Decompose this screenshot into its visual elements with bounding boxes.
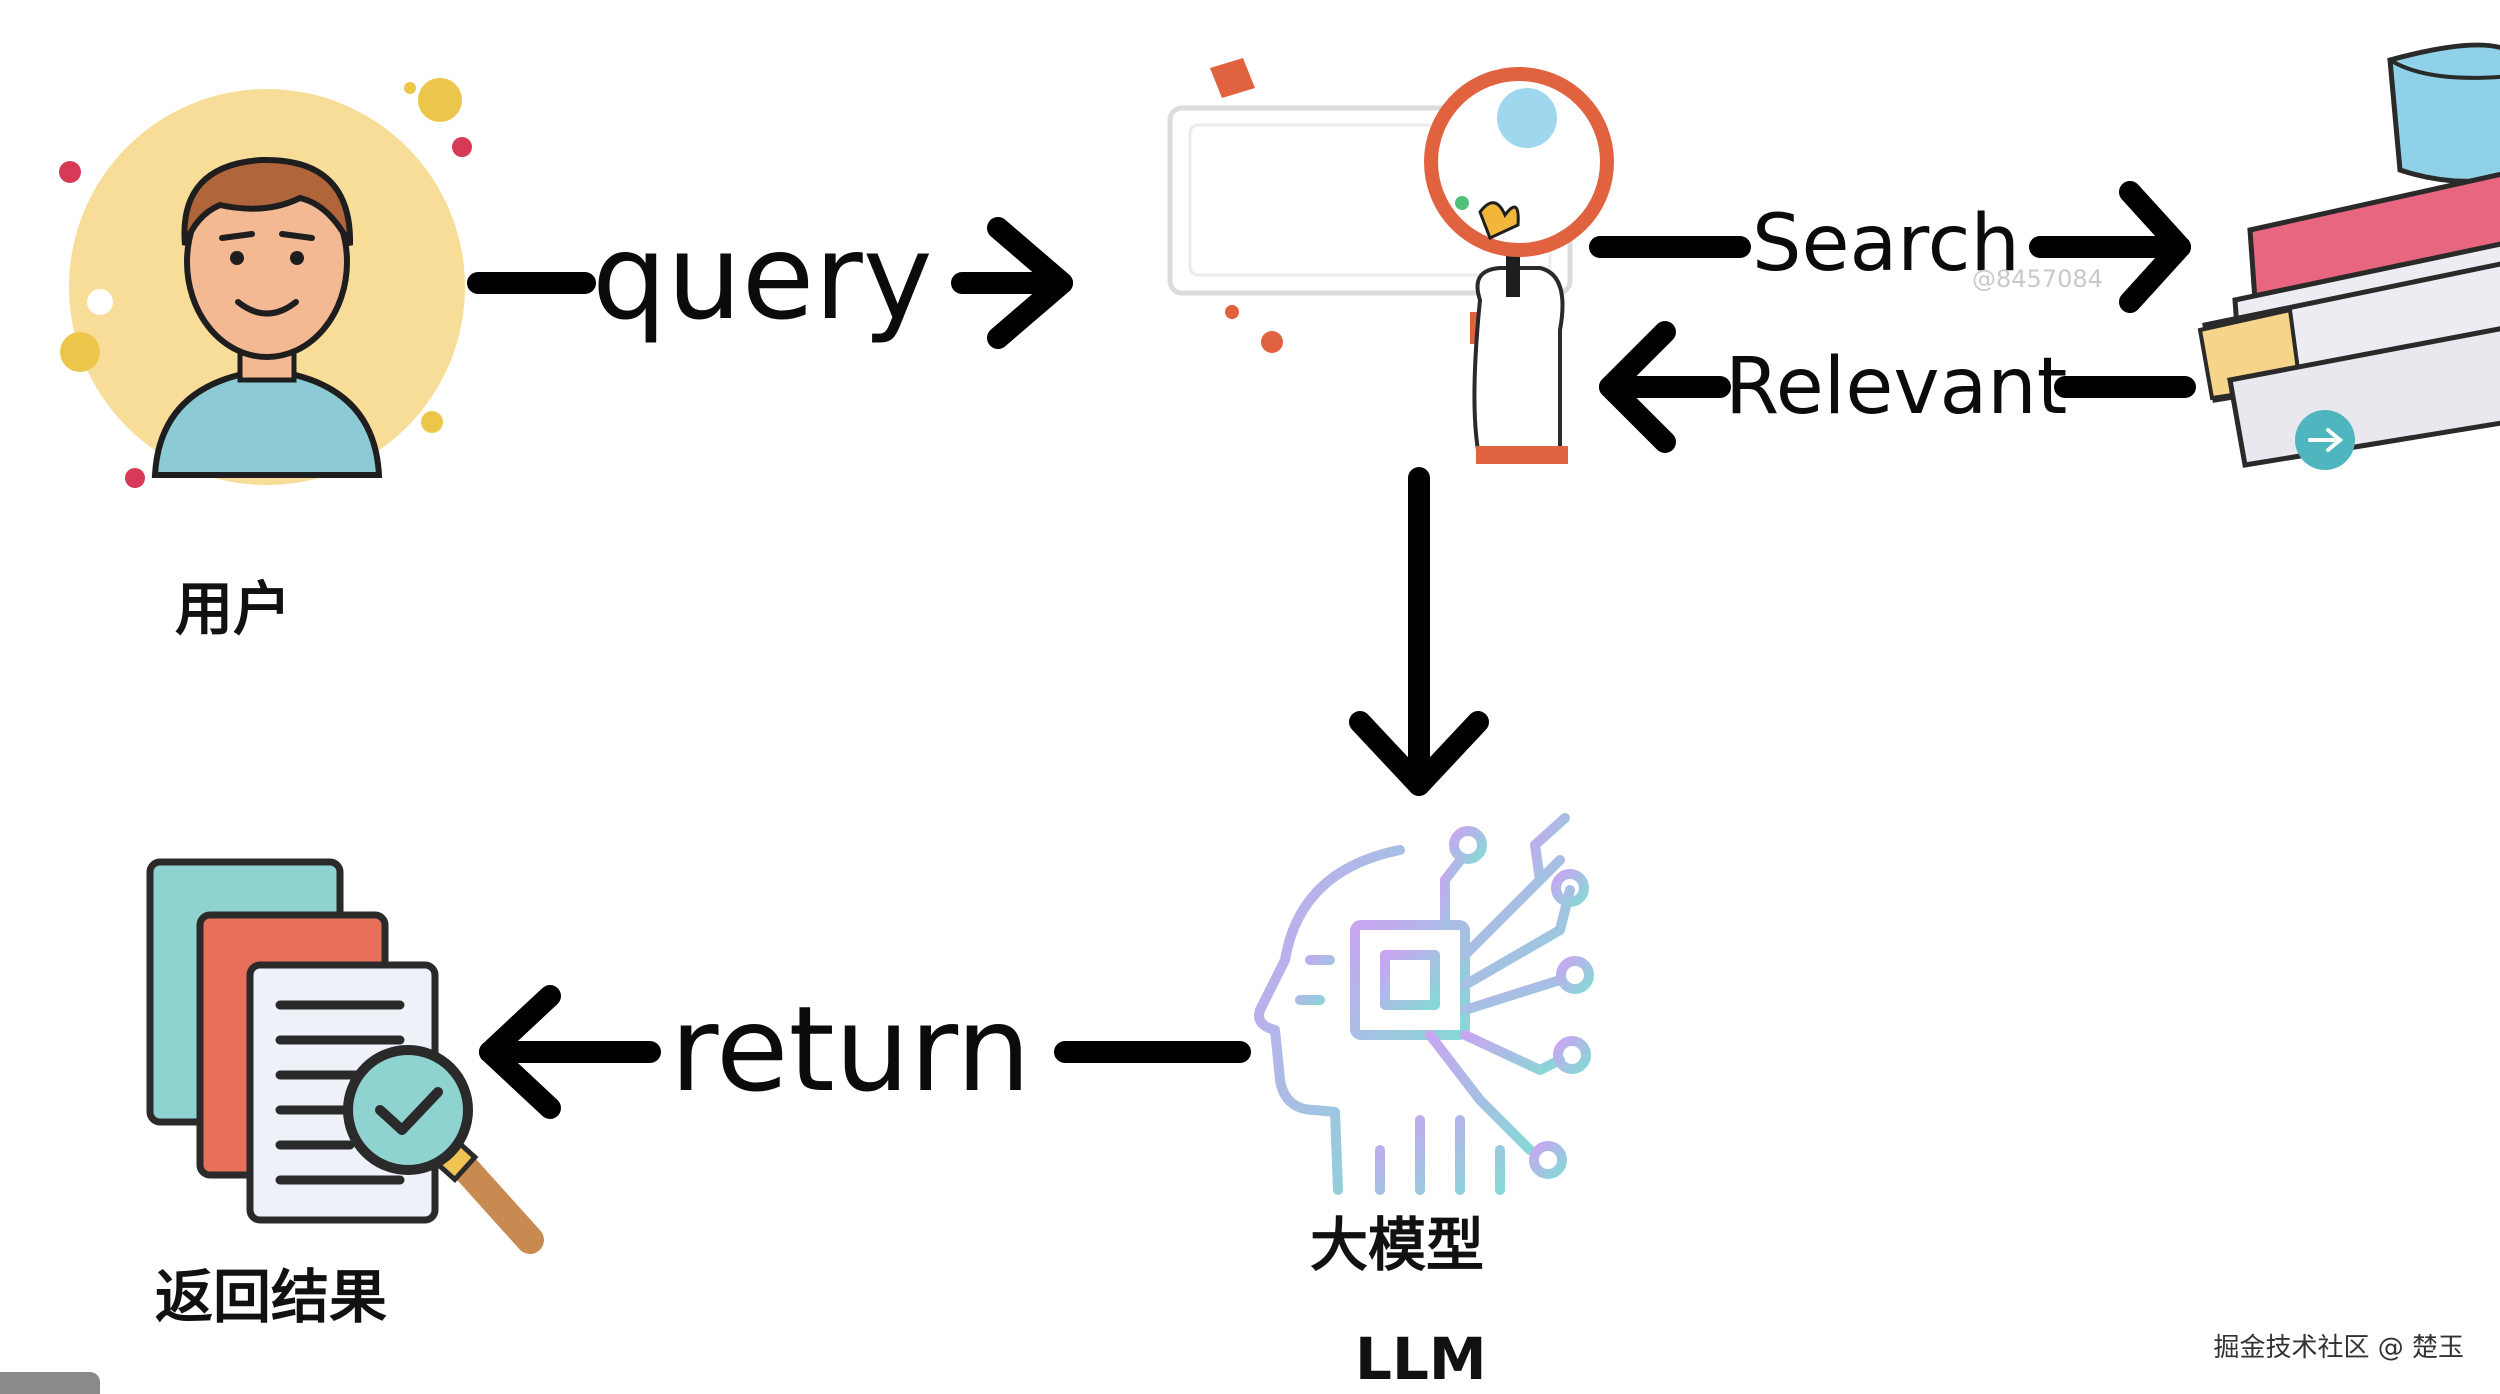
search-label: Search [1752,199,2020,289]
search-magnifier-icon [1167,58,1614,464]
faint-watermark-text: @8457084 [1972,265,2103,293]
model-en-caption: LLM [1355,1325,1487,1393]
user-avatar-icon [59,78,472,488]
query-arrow-icon [987,217,1073,349]
corner-tab [0,1372,100,1394]
down-arrow-icon [1349,711,1489,796]
llm-brain-icon [1254,813,1594,1195]
return-label: return [670,980,1031,1118]
query-label: query [592,208,933,346]
search-arrow-icon [2119,181,2191,313]
user-caption: 用户 [175,575,292,643]
relevant-arrow-icon [1599,321,1676,453]
model-cn-caption: 大模型 [1310,1211,1485,1279]
watermark: 掘金技术社区 @ 楚玉 [2213,1333,2464,1363]
return-arrow-icon [479,985,561,1119]
books-database-icon [2197,42,2500,470]
relevant-label: Relevant [1725,342,2068,432]
results-caption: 返回结果 [155,1263,388,1331]
document-check-icon [146,858,544,1254]
